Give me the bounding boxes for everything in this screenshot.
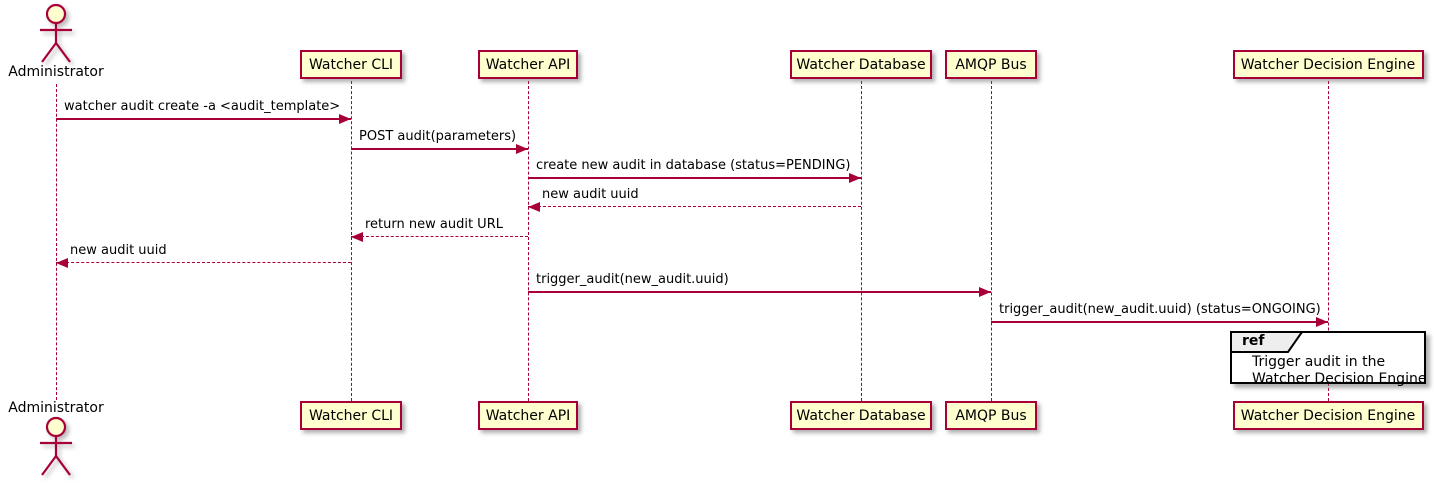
message-5-label: return new audit URL (365, 217, 503, 232)
message-6-label: new audit uuid (70, 243, 167, 258)
participant-box-amqp-bus-top: AMQP Bus (945, 50, 1037, 79)
arrowhead-icon (339, 114, 351, 124)
message-2-label: POST audit(parameters) (359, 129, 517, 144)
message-2-line (351, 148, 528, 150)
arrowhead-icon (1316, 317, 1328, 327)
arrowhead-icon (516, 144, 528, 154)
participant-label: Watcher API (485, 56, 571, 73)
participant-label: AMQP Bus (955, 56, 1027, 73)
participant-box-watcher-decision-engine-top: Watcher Decision Engine (1232, 50, 1424, 79)
message-1-label: watcher audit create -a <audit_template> (64, 99, 341, 114)
actor-label-bottom: Administrator (8, 400, 104, 416)
participant-box-watcher-cli-top: Watcher CLI (300, 50, 402, 79)
ref-text-line: Trigger audit in the (1252, 354, 1386, 370)
participant-box-watcher-api-bottom: Watcher API (478, 401, 578, 430)
message-6-line (56, 262, 351, 263)
participant-box-watcher-api-top: Watcher API (478, 50, 578, 79)
actor-label-top: Administrator (8, 64, 104, 80)
lifeline-watcher-database (860, 81, 862, 401)
participant-label: Watcher API (485, 407, 571, 424)
message-4-label: new audit uuid (542, 187, 639, 202)
participant-label: Watcher Decision Engine (1240, 407, 1416, 424)
message-8-label: trigger_audit(new_audit.uuid) (status=ON… (999, 302, 1321, 317)
message-7-line (528, 291, 991, 293)
participant-label: Watcher Decision Engine (1240, 56, 1416, 73)
arrowhead-icon (528, 202, 540, 212)
participant-label: Watcher CLI (308, 407, 394, 424)
arrowhead-icon (979, 287, 991, 297)
participant-box-watcher-cli-bottom: Watcher CLI (300, 401, 402, 430)
participant-label: Watcher Database (796, 56, 926, 73)
message-5-line (351, 236, 528, 237)
actor-figure-top-icon (40, 3, 72, 63)
ref-tab (1230, 331, 1304, 353)
arrowhead-icon (351, 232, 363, 242)
message-3-line (528, 177, 861, 179)
participant-box-watcher-database-top: Watcher Database (790, 50, 932, 79)
message-1-line (56, 118, 351, 120)
message-3-label: create new audit in database (status=PEN… (536, 158, 851, 173)
participant-label: Watcher Database (796, 407, 926, 424)
arrowhead-icon (849, 173, 861, 183)
lifeline-administrator (55, 84, 57, 400)
participant-label: AMQP Bus (955, 407, 1027, 424)
actor-figure-bottom-icon (40, 416, 72, 476)
lifeline-watcher-cli (350, 81, 352, 401)
message-8-line (991, 321, 1328, 323)
participant-box-watcher-database-bottom: Watcher Database (790, 401, 932, 430)
ref-text-line: Watcher Decision Engine (1252, 371, 1427, 387)
lifeline-amqp-bus (990, 81, 992, 401)
message-7-label: trigger_audit(new_audit.uuid) (536, 272, 729, 287)
message-4-line (528, 206, 861, 207)
ref-keyword-label: ref (1242, 333, 1265, 349)
participant-box-watcher-decision-engine-bottom: Watcher Decision Engine (1232, 401, 1424, 430)
arrowhead-icon (56, 258, 68, 268)
lifeline-watcher-decision-engine (1327, 81, 1329, 401)
participant-label: Watcher CLI (308, 56, 394, 73)
participant-box-amqp-bus-bottom: AMQP Bus (945, 401, 1037, 430)
lifeline-watcher-api (527, 81, 529, 401)
